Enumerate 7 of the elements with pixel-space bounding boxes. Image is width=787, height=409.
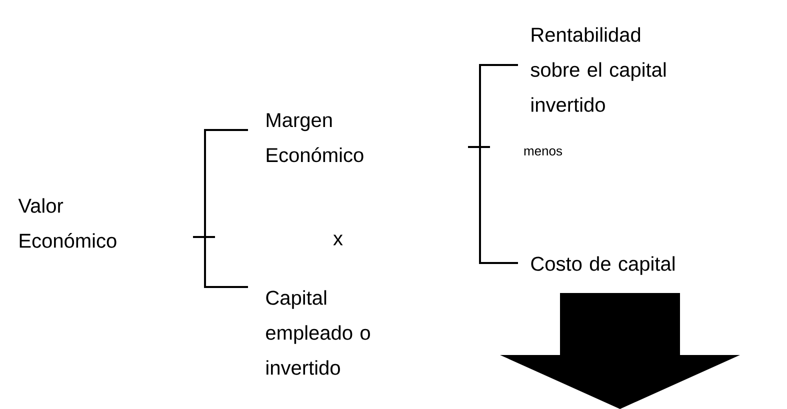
text-label: Margen Económico	[266, 113, 364, 162]
text-label: Capital empleado o invertido	[266, 290, 370, 375]
text-label: Valor Económico	[18, 198, 116, 248]
operator-label: menos	[524, 148, 562, 156]
text-label: Rentabilidad sobre el capital invertido	[530, 27, 666, 112]
operator-label: x	[333, 234, 343, 246]
text-label: Costo de capital	[531, 256, 674, 275]
